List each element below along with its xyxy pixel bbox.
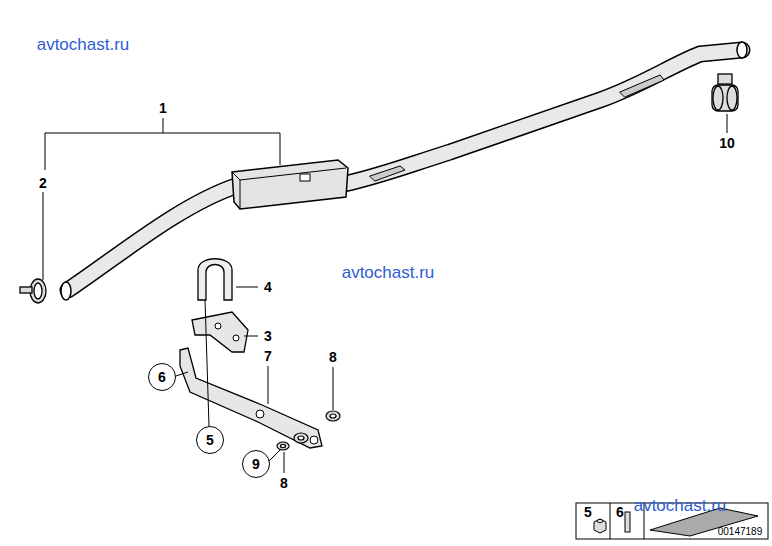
diagram-id: 00147189: [718, 527, 763, 537]
callout-number: 6: [158, 370, 166, 384]
callout-number: 8: [329, 350, 337, 364]
callout-circle: 5: [196, 426, 224, 454]
watermark: avtochast.ru: [634, 497, 727, 514]
callout-circle: 6: [148, 363, 176, 391]
callout-number: 5: [206, 433, 214, 447]
callout-number: 8: [280, 476, 288, 490]
legend-cell-number: 6: [616, 505, 624, 519]
callout-number: 1: [159, 101, 167, 115]
watermark: avtochast.ru: [37, 36, 130, 53]
callout-number: 9: [252, 457, 260, 471]
callout-number: 7: [264, 349, 272, 363]
watermark: avtochast.ru: [342, 264, 435, 281]
callout-number: 4: [264, 280, 272, 294]
callout-number: 2: [39, 176, 47, 190]
legend-cell-number: 5: [584, 505, 592, 519]
callout-number: 3: [264, 329, 272, 343]
callout-circle: 9: [242, 450, 270, 478]
callout-number: 10: [719, 136, 735, 150]
